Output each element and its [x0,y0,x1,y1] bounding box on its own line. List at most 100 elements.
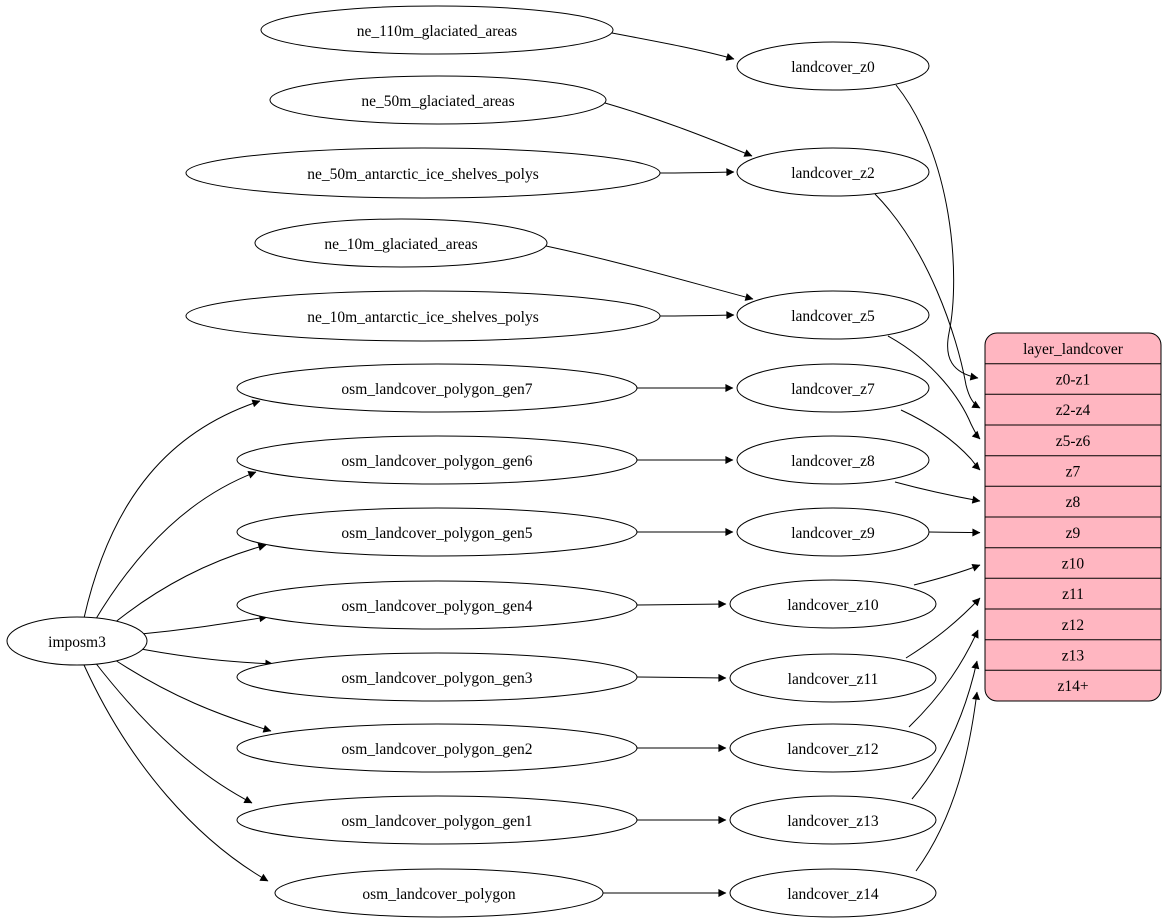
node-layer-landcover-table: layer_landcover z0-z1 z2-z4 z5-z6 z7 z8 … [984,332,1162,702]
polygon-ellipse [274,868,604,918]
edge-ne-10m-ant-to-landcover-z5 [659,311,735,320]
edge-imposm3-to-gen6 [93,470,257,623]
node-landcover-z7: landcover_z7 [736,363,930,413]
edge-landcover-z12-to-row-z12 [908,629,979,728]
node-osm-landcover-polygon-gen3: osm_landcover_polygon_gen3 [236,652,638,702]
landcover-z11-ellipse [729,653,937,703]
edge-imposm3-to-gen7 [83,399,261,619]
landcover-z0-label: landcover_z0 [791,59,875,76]
landcover-z12-ellipse [729,723,937,773]
edge-landcover-z14-to-row-z14 [915,691,981,872]
ne-10m-ant-ellipse [185,290,661,342]
edge-gen4-to-landcover-z10 [636,600,727,609]
node-ne-10m-glaciated-areas: ne_10m_glaciated_areas [254,218,548,268]
node-landcover-z2: landcover_z2 [736,147,930,197]
table-row-z12: z12 [1062,617,1084,634]
landcover-z12-label: landcover_z12 [787,741,878,758]
edge-landcover-z2-to-row-z2-z4 [874,193,981,409]
edge-landcover-z0-to-row-z0-z1 [895,84,979,381]
ne-10m-ant-label: ne_10m_antarctic_ice_shelves_polys [307,309,539,326]
landcover-z7-ellipse [736,363,930,413]
edge-landcover-z10-to-row-z10 [913,564,981,586]
edge-ne-10m-to-landcover-z5 [545,245,754,301]
node-osm-landcover-polygon-gen6: osm_landcover_polygon_gen6 [236,435,638,485]
edge-landcover-z8-to-row-z8 [894,481,981,504]
table-row-z5-z6: z5-z6 [1056,433,1091,450]
edge-imposm3-to-gen1 [93,660,253,804]
node-landcover-z10: landcover_z10 [729,579,937,629]
landcover-z0-ellipse [736,41,930,91]
edge-imposm3-to-gen5 [107,543,267,629]
node-osm-landcover-polygon-gen7: osm_landcover_polygon_gen7 [236,363,638,413]
ne-110m-ellipse [260,5,614,55]
landcover-z9-label: landcover_z9 [791,525,875,542]
edge-imposm3-to-gen3 [140,648,274,668]
table-row-z2-z4: z2-z4 [1056,402,1091,419]
gen1-ellipse [236,795,638,845]
landcover-z2-ellipse [736,147,930,197]
ne-50m-ant-label: ne_50m_antarctic_ice_shelves_polys [307,166,539,183]
table-row-z8: z8 [1066,494,1081,511]
imposm3-ellipse [6,616,148,666]
edge-gen3-to-landcover-z11 [636,673,727,682]
ne-10m-label: ne_10m_glaciated_areas [324,236,477,253]
ne-10m-ellipse [254,218,548,268]
edge-ne-50m-ant-to-landcover-z2 [659,168,735,177]
node-osm-landcover-polygon-gen5: osm_landcover_polygon_gen5 [236,507,638,557]
edge-imposm3-to-gen4 [140,614,268,635]
landcover-z14-ellipse [729,868,937,918]
table-row-z11: z11 [1062,586,1084,603]
node-landcover-z12: landcover_z12 [729,723,937,773]
gen1-label: osm_landcover_polygon_gen1 [341,813,532,830]
gen4-label: osm_landcover_polygon_gen4 [341,598,532,615]
node-ne-50m-glaciated-areas: ne_50m_glaciated_areas [269,75,607,125]
node-osm-landcover-polygon-gen4: osm_landcover_polygon_gen4 [236,580,638,630]
table-row-z14: z14+ [1057,678,1088,695]
landcover-z9-ellipse [736,507,930,557]
landcover-z8-label: landcover_z8 [791,453,875,470]
landcover-z2-label: landcover_z2 [791,165,875,182]
ne-50m-ant-ellipse [185,147,661,199]
edge-imposm3-to-gen2 [108,655,272,733]
gen6-ellipse [236,435,638,485]
node-landcover-z0: landcover_z0 [736,41,930,91]
table-row-z9: z9 [1066,525,1081,542]
landcover-z14-label: landcover_z14 [787,886,878,903]
node-landcover-z13: landcover_z13 [729,795,937,845]
landcover-z8-ellipse [736,435,930,485]
edge-ne-50m-to-landcover-z2 [604,102,753,157]
landcover-z5-ellipse [736,290,930,340]
node-ne-110m-glaciated-areas: ne_110m_glaciated_areas [260,5,614,55]
gen5-label: osm_landcover_polygon_gen5 [341,525,532,542]
node-landcover-z9: landcover_z9 [736,507,930,557]
edge-landcover-z13-to-row-z13 [911,660,980,800]
table-row-z13: z13 [1062,648,1085,665]
node-ne-10m-antarctic-ice-shelves-polys: ne_10m_antarctic_ice_shelves_polys [185,290,661,342]
landcover-z5-label: landcover_z5 [791,308,875,325]
landcover-z7-label: landcover_z7 [791,381,875,398]
edge-ne-110m-to-landcover-z0 [611,32,735,61]
node-landcover-z14: landcover_z14 [729,868,937,918]
gen2-label: osm_landcover_polygon_gen2 [341,741,532,758]
node-osm-landcover-polygon-gen2: osm_landcover_polygon_gen2 [236,723,638,773]
ne-50m-ellipse [269,75,607,125]
table-row-z7: z7 [1066,464,1081,481]
node-ne-50m-antarctic-ice-shelves-polys: ne_50m_antarctic_ice_shelves_polys [185,147,661,199]
edge-landcover-z5-to-row-z5-z6 [887,335,981,440]
gen5-ellipse [236,507,638,557]
ne-110m-label: ne_110m_glaciated_areas [357,23,517,40]
gen7-label: osm_landcover_polygon_gen7 [341,381,532,398]
gen7-ellipse [236,363,638,413]
landcover-z10-ellipse [729,579,937,629]
ne-50m-label: ne_50m_glaciated_areas [361,93,514,110]
table-row-z0-z1: z0-z1 [1056,372,1090,389]
landcover-z13-ellipse [729,795,937,845]
edge-landcover-z11-to-row-z11 [905,597,981,659]
node-landcover-z11: landcover_z11 [729,653,937,703]
landcover-z13-label: landcover_z13 [787,813,878,830]
polygon-label: osm_landcover_polygon [362,886,516,903]
node-landcover-z5: landcover_z5 [736,290,930,340]
gen4-ellipse [236,580,638,630]
node-osm-landcover-polygon: osm_landcover_polygon [274,868,604,918]
